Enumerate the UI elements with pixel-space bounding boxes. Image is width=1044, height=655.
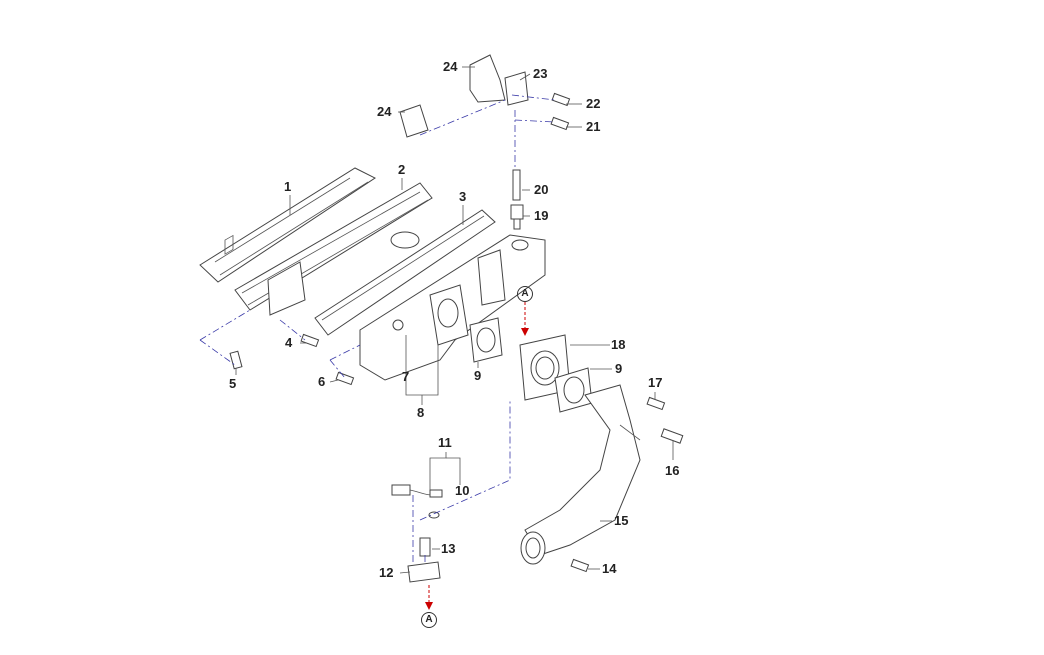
connector-a-bottom: A	[421, 612, 437, 628]
gasket-part-1	[199, 167, 376, 283]
callout-7: 7	[402, 369, 410, 384]
leader-lines	[235, 66, 674, 574]
callout-3: 3	[459, 189, 467, 204]
callout-24-plate: 24	[377, 104, 392, 119]
callout-20: 20	[534, 182, 549, 197]
callout-4: 4	[285, 335, 293, 350]
callout-9-left: 9	[474, 368, 482, 383]
valve-part-19	[510, 204, 524, 230]
gasket-part-9-right	[554, 367, 593, 413]
callout-8: 8	[417, 405, 425, 420]
callout-6: 6	[318, 374, 326, 389]
connector-a-top: A	[517, 286, 533, 302]
callout-12: 12	[379, 565, 394, 580]
callout-5: 5	[229, 376, 237, 391]
exhaust-manifold	[359, 234, 546, 381]
callout-9-right: 9	[615, 361, 623, 376]
callout-15: 15	[614, 513, 629, 528]
connector-arrows	[425, 302, 529, 610]
spacer-part-2	[234, 182, 433, 316]
gasket-part-3	[314, 209, 496, 336]
callout-23: 23	[533, 66, 548, 81]
callout-10: 10	[455, 483, 470, 498]
bracket-part-12	[407, 561, 441, 583]
sensor-part-10-11	[391, 484, 443, 519]
callout-13: 13	[441, 541, 456, 556]
callout-22: 22	[586, 96, 601, 111]
tube-part-20	[512, 169, 521, 201]
callout-21: 21	[586, 119, 601, 134]
callout-14: 14	[602, 561, 617, 576]
callout-17: 17	[648, 375, 663, 390]
bolts	[229, 92, 684, 573]
callout-2: 2	[398, 162, 406, 177]
callout-16: 16	[665, 463, 680, 478]
callout-18: 18	[611, 337, 626, 352]
callout-24: 24	[443, 59, 458, 74]
plate-part-24	[399, 104, 429, 138]
bracket-part-24	[469, 54, 529, 106]
pipe-part-15	[520, 384, 641, 565]
callout-19: 19	[534, 208, 549, 223]
assembly-lines	[199, 94, 556, 565]
callout-11: 11	[438, 435, 452, 450]
callout-1: 1	[284, 179, 292, 194]
gasket-part-9-left	[469, 317, 503, 363]
